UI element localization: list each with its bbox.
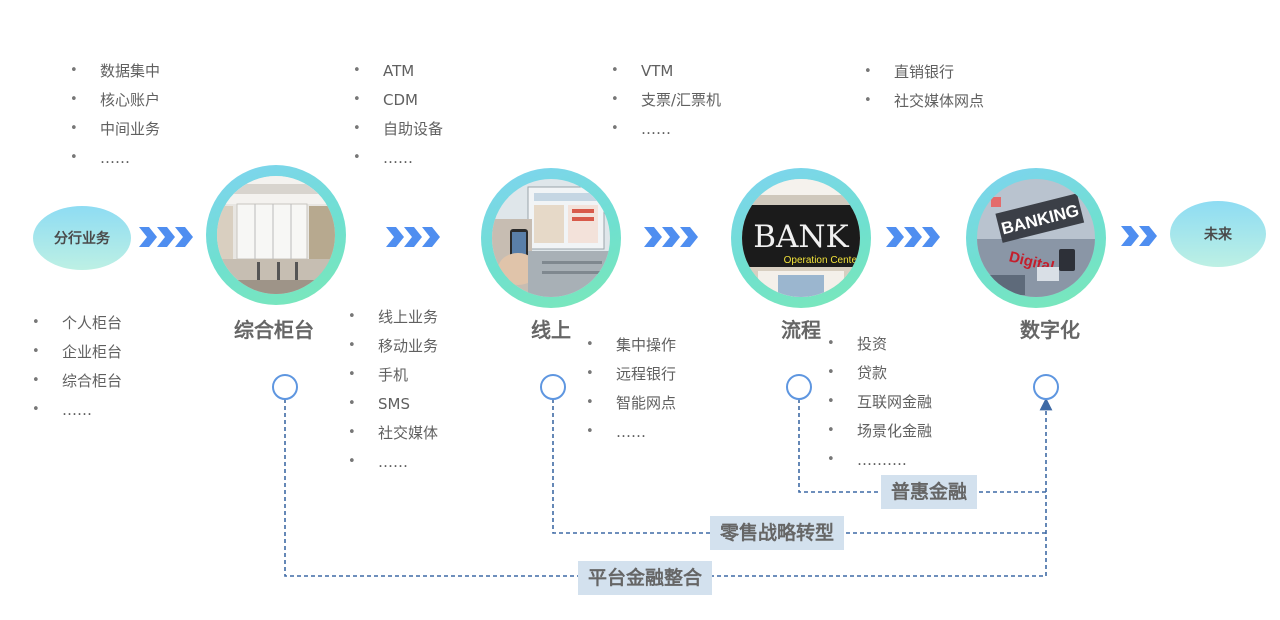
list-item: …… <box>586 421 676 450</box>
stage-label: 数字化 <box>1020 318 1080 342</box>
list-top-2: ATM CDM 自助设备 …… <box>353 60 443 176</box>
chevron-arrows-icon <box>644 227 698 247</box>
list-item: 企业柜台 <box>32 341 122 370</box>
bank-sign-subtext: Operation Center <box>784 255 860 266</box>
chevron-arrows-icon <box>886 227 940 247</box>
stage-digital: BANKING Digital <box>966 168 1106 308</box>
list-bottom-3: 集中操作 远程银行 智能网点 …… <box>586 334 676 450</box>
connector-line-3 <box>284 397 1053 577</box>
list-item: …… <box>353 147 443 176</box>
list-item: 数据集中 <box>70 60 160 89</box>
list-item: 社交媒体 <box>348 422 438 451</box>
list-item: 综合柜台 <box>32 370 122 399</box>
chevron-arrows-icon <box>139 227 193 247</box>
bank-sign-text: BANK <box>753 219 849 255</box>
list-item: ATM <box>353 60 443 89</box>
list-bottom-4: 投资 贷款 互联网金融 场景化金融 ………. <box>827 333 932 478</box>
connector-node-icon <box>540 374 566 400</box>
list-item: 投资 <box>827 333 932 362</box>
list-top-1: 数据集中 核心账户 中间业务 …… <box>70 60 160 176</box>
list-item: CDM <box>353 89 443 118</box>
bank-sign-photo: BANK Operation Center <box>742 179 860 297</box>
connector-tag: 平台金融整合 <box>578 561 713 595</box>
list-item: 智能网点 <box>586 392 676 421</box>
list-item: 贷款 <box>827 362 932 391</box>
stage-label: 线上 <box>531 318 571 342</box>
end-label: 未来 <box>1204 227 1232 243</box>
list-item: 远程银行 <box>586 363 676 392</box>
list-bottom-2: 线上业务 移动业务 手机 SMS 社交媒体 …… <box>348 306 438 480</box>
list-item: …… <box>32 399 122 428</box>
list-item: 互联网金融 <box>827 391 932 420</box>
start-node: 分行业务 <box>33 206 131 270</box>
list-item: VTM <box>611 60 721 89</box>
list-item: 个人柜台 <box>32 312 122 341</box>
list-bottom-1: 个人柜台 企业柜台 综合柜台 …… <box>32 312 122 428</box>
stage-process: BANK Operation Center <box>731 168 871 308</box>
list-item: 移动业务 <box>348 335 438 364</box>
connector-tag: 零售战略转型 <box>710 516 845 550</box>
list-item: 集中操作 <box>586 334 676 363</box>
list-item: 中间业务 <box>70 118 160 147</box>
list-top-4: 直销银行 社交媒体网点 <box>864 61 984 119</box>
connector-line-2 <box>552 399 1046 534</box>
stage-counter <box>206 165 346 305</box>
stage-label: 综合柜台 <box>234 318 314 342</box>
list-item: …… <box>70 147 160 176</box>
list-item: 支票/汇票机 <box>611 89 721 118</box>
stage-online <box>481 168 621 308</box>
list-item: 手机 <box>348 364 438 393</box>
stage-label: 流程 <box>781 318 821 342</box>
list-item: 自助设备 <box>353 118 443 147</box>
list-item: …… <box>348 451 438 480</box>
end-node: 未来 <box>1170 201 1266 267</box>
list-item: 核心账户 <box>70 89 160 118</box>
connector-node-icon <box>786 374 812 400</box>
counter-photo <box>217 176 335 294</box>
phone-photo <box>492 179 610 297</box>
chevron-arrows-icon <box>386 227 440 247</box>
list-top-3: VTM 支票/汇票机 …… <box>611 60 721 147</box>
list-item: ………. <box>827 449 932 478</box>
connector-line-1 <box>798 399 1046 493</box>
list-item: …… <box>611 118 721 147</box>
connector-node-icon <box>272 374 298 400</box>
list-item: SMS <box>348 393 438 422</box>
list-item: 场景化金融 <box>827 420 932 449</box>
list-item: 社交媒体网点 <box>864 90 984 119</box>
digital-banking-photo: BANKING Digital <box>977 179 1095 297</box>
connector-tag: 普惠金融 <box>881 475 978 509</box>
list-item: 直销银行 <box>864 61 984 90</box>
connector-node-icon <box>1033 374 1059 400</box>
chevron-arrows-icon <box>1121 226 1157 246</box>
start-label: 分行业务 <box>54 231 110 247</box>
list-item: 线上业务 <box>348 306 438 335</box>
